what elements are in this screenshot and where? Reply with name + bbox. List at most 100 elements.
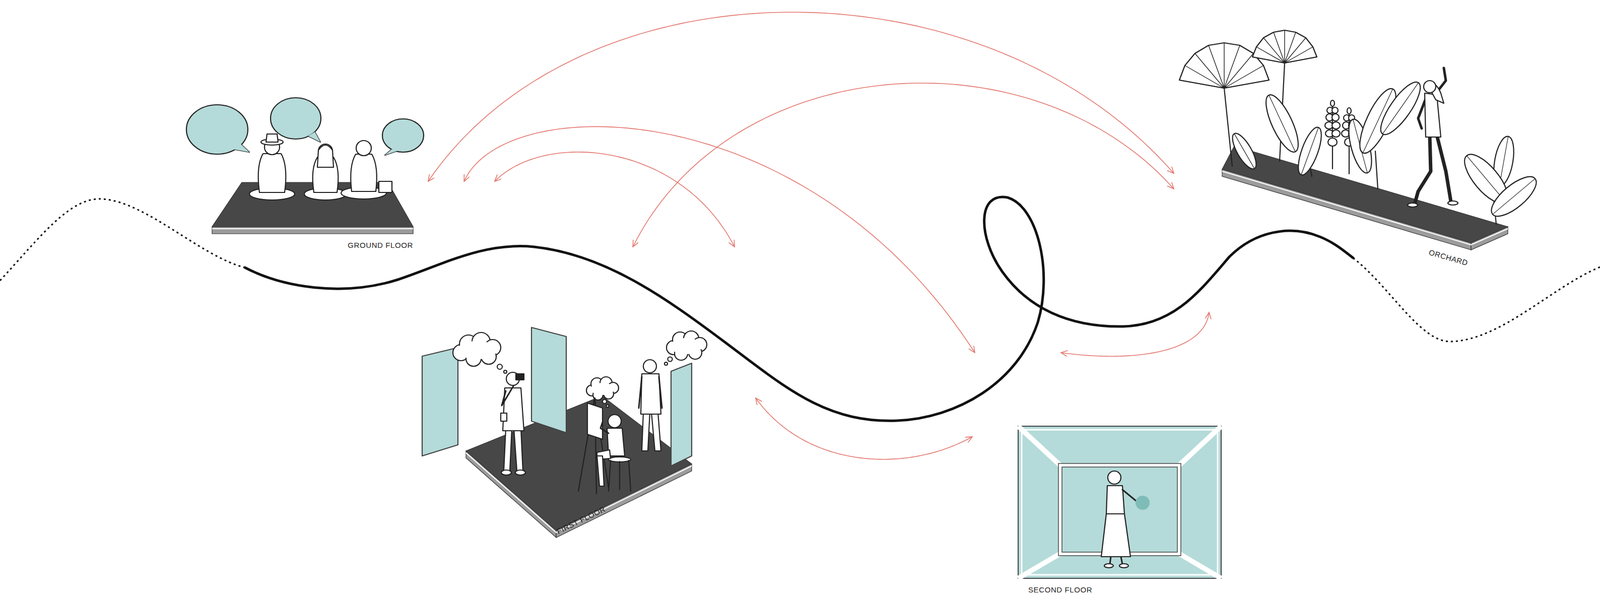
person-torso	[350, 154, 377, 192]
leaf-rib	[1353, 119, 1368, 173]
fan-palm	[1252, 30, 1317, 63]
cloud-puff	[590, 377, 604, 390]
plant-leaf	[1457, 148, 1515, 211]
plant-stem	[1375, 151, 1378, 189]
person-skirt	[1101, 513, 1131, 557]
person-torso	[1106, 485, 1125, 514]
edge-group	[428, 12, 1210, 459]
person-leg	[1120, 556, 1123, 565]
flower-bud	[1344, 138, 1354, 147]
outline-face	[212, 182, 414, 227]
room-plan: SECOND FLOOR	[972, 352, 1225, 597]
leaf-group	[1228, 129, 1261, 172]
dancer-leg	[1436, 135, 1451, 202]
picnic-bag	[378, 181, 392, 193]
cloud-puff	[592, 389, 604, 400]
fan-palm-ribs	[1252, 30, 1317, 63]
person-torso	[607, 428, 625, 456]
leaf-rib	[1499, 136, 1508, 186]
bubble-tail-cover	[232, 144, 250, 153]
stool-leg	[608, 460, 611, 492]
floor-label: ORCHARD	[1427, 247, 1470, 268]
person-shoe	[515, 470, 526, 476]
leaf-group	[1457, 148, 1515, 211]
person-legs	[341, 186, 387, 199]
flower-bud	[1324, 121, 1333, 129]
outline-face	[1058, 463, 1181, 556]
flower-bud	[1342, 121, 1350, 129]
leaf-group	[1490, 135, 1518, 188]
thought-dot	[606, 405, 610, 408]
flower-stem	[1348, 108, 1350, 174]
outline-edge	[1018, 553, 1061, 579]
plant-stem	[1493, 198, 1497, 225]
easel-canvas	[587, 403, 603, 440]
outline-edge	[212, 228, 414, 230]
plant-stem	[1224, 88, 1233, 167]
speech-bubble	[186, 104, 248, 155]
flower-bud	[1330, 100, 1335, 107]
dancer-arm	[1433, 68, 1446, 97]
flower-bud	[1326, 107, 1333, 114]
cloud-puff	[600, 376, 613, 389]
flower-bud	[1347, 107, 1352, 114]
flower-bud	[1331, 121, 1341, 129]
journey-line-dotted	[1353, 257, 1600, 342]
flower-bud	[1325, 113, 1333, 121]
flower-bud	[1331, 129, 1341, 138]
flower-bud	[1343, 114, 1350, 121]
thought-dot	[668, 357, 673, 362]
person-thigh	[596, 449, 611, 460]
person-hair	[317, 145, 334, 168]
person-leg	[503, 428, 512, 472]
easel-leg	[594, 397, 597, 494]
leaf-rib	[1234, 133, 1255, 169]
slab-platform: FIRST FLOOR	[420, 246, 756, 550]
outline-face	[1018, 426, 1222, 579]
thought-dot	[602, 399, 607, 404]
cloud-puff	[484, 339, 501, 356]
person-legs	[304, 187, 347, 200]
person-head	[264, 139, 280, 155]
cloud-fill	[590, 382, 615, 395]
camera	[515, 373, 524, 380]
speech-bubble	[382, 118, 424, 153]
bubble-tail-cover	[384, 149, 398, 156]
node-outline	[420, 246, 756, 550]
person-head	[643, 359, 657, 373]
dancer-arm	[1418, 98, 1426, 129]
display-panel	[422, 347, 458, 456]
outline-edge	[1018, 426, 1061, 466]
cloud-fill	[670, 338, 703, 355]
relation-arrow	[1060, 312, 1210, 357]
display-panel	[671, 363, 692, 466]
person-arm	[501, 381, 516, 406]
cloud-puff	[465, 351, 482, 367]
floor-label: SECOND FLOOR	[1028, 585, 1093, 595]
flower-bud	[1331, 113, 1340, 121]
person-torso	[312, 157, 339, 193]
cloud-puff	[607, 382, 619, 394]
plant-leaf	[1344, 116, 1376, 176]
flower-bud	[1348, 121, 1356, 129]
relation-arrow	[428, 12, 1174, 182]
dancer-hair	[1426, 82, 1444, 104]
fan-palm	[1179, 42, 1270, 89]
bubble-tail-cover	[308, 131, 321, 143]
leaf-rib	[1492, 178, 1536, 215]
leaf-group	[1352, 84, 1403, 158]
easel-leg	[578, 397, 595, 492]
journey-line-dotted	[0, 198, 245, 281]
outline-face	[1061, 467, 1178, 553]
leaf-rib	[1466, 155, 1506, 203]
person-head	[356, 140, 372, 156]
fan-palm-ribs	[1179, 42, 1270, 89]
light-orb	[1135, 495, 1150, 510]
cloud-puff	[459, 335, 478, 354]
bubble-tail	[308, 131, 321, 143]
outline-edge	[1178, 426, 1222, 466]
outline-edge	[1178, 553, 1222, 579]
